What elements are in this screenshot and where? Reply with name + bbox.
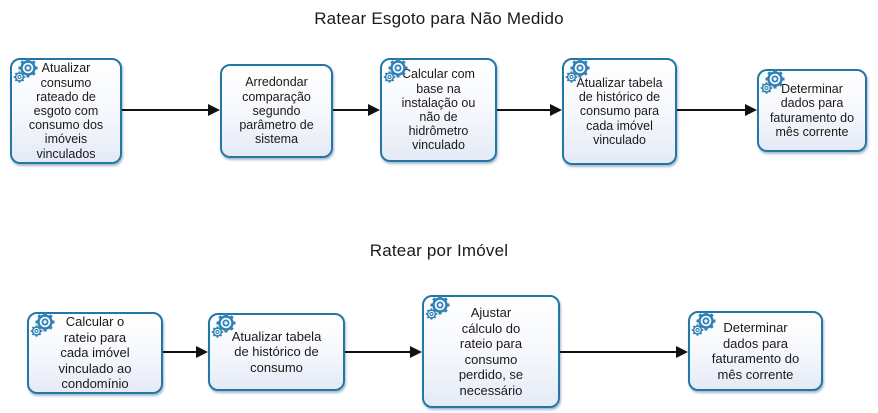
step-calcular-rateio-condominio: Calcular o rateio para cada imóvel vincu…	[27, 311, 163, 394]
arrow-shaft	[122, 109, 211, 111]
step-calcular-com-base-hidrometro: Calcular com base na instalação ou não d…	[380, 57, 497, 162]
step-label: Determinar dados para faturamento do mês…	[769, 82, 855, 139]
arrow-shaft	[345, 351, 413, 353]
gears-icon	[29, 311, 56, 338]
arrow-shaft	[497, 109, 553, 111]
flow-title-ratear-esgoto: Ratear Esgoto para Não Medido	[314, 9, 564, 28]
flow-arrow	[163, 346, 208, 358]
arrow-head-icon	[410, 346, 422, 358]
flow-arrow	[560, 346, 688, 358]
flow-title-ratear-por-imovel: Ratear por Imóvel	[369, 241, 509, 260]
arrow-head-icon	[550, 104, 562, 116]
step-label: Calcular com base na instalação ou não d…	[401, 67, 476, 153]
step-determinar-dados-faturamento-2: Determinar dados para faturamento do mês…	[688, 310, 823, 391]
step-atualizar-consumo-rateado: Atualizar consumo rateado de esgoto com …	[10, 57, 122, 164]
step-label: Calcular o rateio para cada imóvel vincu…	[58, 314, 132, 392]
step-label: Ajustar cálculo do rateio para consumo p…	[458, 305, 524, 398]
arrow-shaft	[163, 351, 199, 353]
arrow-head-icon	[745, 104, 757, 116]
step-label: Determinar dados para faturamento do mês…	[711, 320, 800, 382]
arrow-shaft	[560, 351, 679, 353]
flow-arrow	[345, 346, 422, 358]
step-determinar-dados-faturamento: Determinar dados para faturamento do mês…	[757, 68, 867, 152]
flow-arrow	[497, 104, 562, 116]
flow-arrow	[333, 104, 380, 116]
arrow-shaft	[333, 109, 371, 111]
arrow-shaft	[677, 109, 748, 111]
flow-arrow	[677, 104, 757, 116]
arrow-head-icon	[368, 104, 380, 116]
gears-icon	[424, 294, 451, 321]
step-label: Atualizar consumo rateado de esgoto com …	[28, 61, 104, 161]
arrow-head-icon	[208, 104, 220, 116]
flow-arrow	[122, 104, 220, 116]
step-atualizar-tabela-historico-consumo: Atualizar tabela de histórico de consumo	[208, 312, 345, 391]
arrow-head-icon	[676, 346, 688, 358]
arrow-head-icon	[196, 346, 208, 358]
step-label: Atualizar tabela de histórico de consumo…	[576, 75, 663, 147]
step-atualizar-tabela-historico: Atualizar tabela de histórico de consumo…	[562, 57, 677, 165]
step-label: Atualizar tabela de histórico de consumo	[231, 328, 322, 375]
step-label: Arredondar comparação segundo parâmetro …	[239, 75, 314, 147]
step-ajustar-calculo-rateio: Ajustar cálculo do rateio para consumo p…	[422, 294, 560, 408]
step-arredondar-comparacao: Arredondar comparação segundo parâmetro …	[220, 64, 333, 158]
